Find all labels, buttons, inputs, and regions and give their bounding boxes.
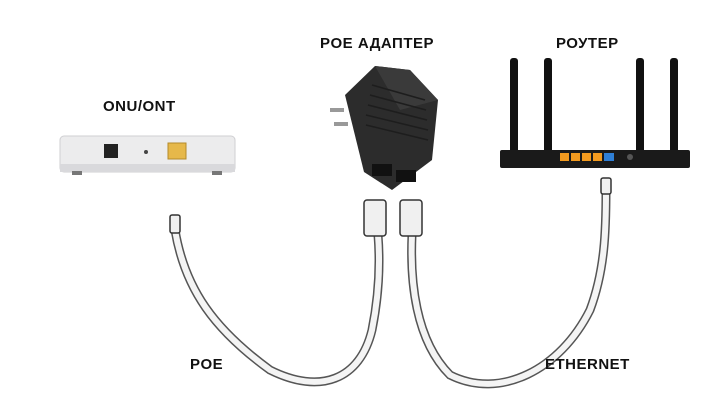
poe-adapter-label: POE АДАПТЕР [320, 35, 435, 52]
router-label: РОУТЕР [556, 35, 619, 52]
onu-label: ONU/ONT [103, 98, 176, 115]
ethernet-port-icon [167, 142, 187, 160]
optical-port-icon [104, 144, 118, 158]
router-device [500, 58, 690, 168]
poe-cable-label: POE [190, 356, 224, 373]
poe-cable [170, 225, 384, 387]
rj45-connectors [169, 177, 612, 237]
poe-adapter-device [330, 66, 438, 190]
onu-device [59, 135, 236, 175]
ethernet-cable [407, 185, 611, 389]
ethernet-cable-label: ETHERNET [545, 356, 630, 373]
